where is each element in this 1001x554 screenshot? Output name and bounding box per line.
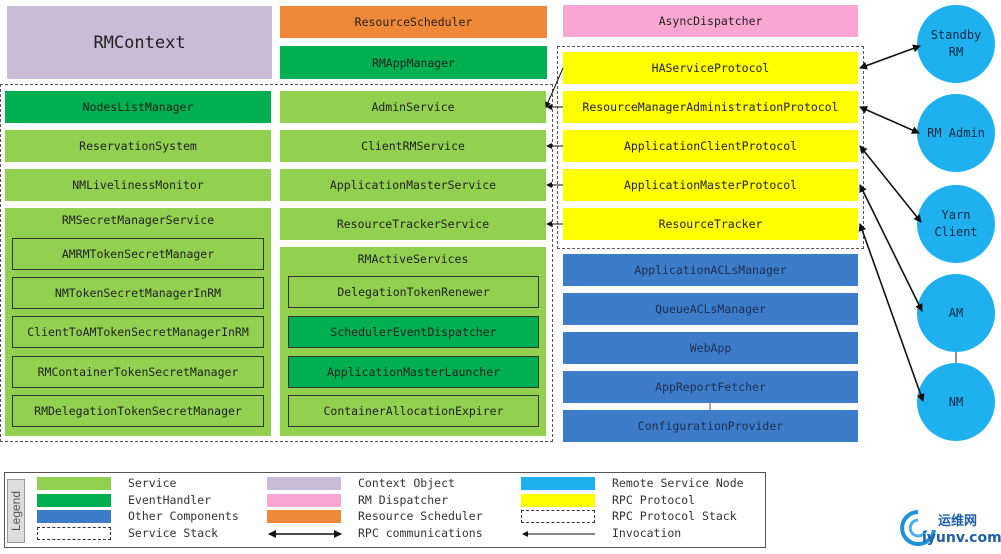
legend-swatch-remote-service-node: [521, 477, 595, 490]
rm-app-manager: RMAppManager: [280, 46, 547, 79]
legend-swatch-context-object: [267, 477, 341, 490]
legend-label-invocation: Invocation: [612, 526, 682, 540]
rpc-rm-admin: [859, 106, 920, 134]
nm-token-secret-manager-in-rm: NMTokenSecretManagerInRM: [12, 277, 264, 309]
web-app: WebApp: [563, 332, 858, 364]
amrm-token-secret-manager: AMRMTokenSecretManager: [12, 238, 264, 270]
legend-swatch-service: [37, 477, 111, 490]
legend-label-other-components: Other Components: [128, 509, 239, 523]
rm-admin-node: RM Admin: [917, 94, 995, 172]
standby-rm-node: Standby RM: [917, 5, 995, 83]
watermark-logo-icon: [900, 510, 936, 546]
reservation-system: ReservationSystem: [5, 130, 271, 162]
delegation-token-renewer: DelegationTokenRenewer: [288, 276, 539, 308]
rm-secret-manager-service-title: RMSecretManagerService: [61, 213, 215, 227]
app-report-fetcher: AppReportFetcher: [563, 371, 858, 403]
nm-node: NM: [917, 363, 995, 441]
admin-service: AdminService: [280, 91, 546, 123]
rpc-yarn-client: [859, 145, 922, 223]
legend-swatch-resource-scheduler: [267, 510, 341, 523]
legend-swatch-other-components: [37, 510, 111, 523]
rm-context: RMContext: [7, 6, 272, 79]
legend-swatch-event-handler: [37, 494, 111, 507]
legend-invocation-arrow-icon: [522, 531, 595, 537]
rm-delegation-token-secret-manager: RMDelegationTokenSecretManager: [12, 395, 264, 427]
legend-label-resource-scheduler: Resource Scheduler: [358, 509, 483, 523]
scheduler-event-dispatcher: SchedulerEventDispatcher: [288, 316, 539, 348]
legend-label-event-handler: EventHandler: [128, 493, 212, 507]
async-dispatcher: AsyncDispatcher: [563, 5, 858, 37]
legend-label-rpc-protocol-stack: RPC Protocol Stack: [612, 509, 737, 523]
legend-label-rm-dispatcher: RM Dispatcher: [358, 493, 449, 507]
application-master-protocol: ApplicationMasterProtocol: [563, 169, 858, 201]
nodes-list-manager: NodesListManager: [5, 91, 271, 123]
am-node: AM: [917, 274, 995, 352]
application-acls-manager: ApplicationACLsManager: [563, 254, 858, 286]
legend-swatch-service-stack: [37, 527, 111, 540]
application-client-protocol: ApplicationClientProtocol: [563, 130, 858, 162]
watermark-cn: 运维网: [938, 514, 978, 529]
legend-label-rpc-protocol: RPC Protocol: [612, 493, 696, 507]
invocation-ha-to-admin: [545, 67, 564, 108]
queue-acls-manager: QueueACLsManager: [563, 293, 858, 325]
rpc-nm: [858, 223, 925, 402]
resource-manager-administration-protocol: ResourceManagerAdministrationProtocol: [563, 91, 858, 123]
rm-container-token-secret-manager: RMContainerTokenSecretManager: [12, 356, 264, 388]
resource-scheduler: ResourceScheduler: [280, 6, 547, 38]
watermark-url: iyunv.com: [922, 530, 1001, 546]
rm-active-services-title: RMActiveServices: [357, 252, 469, 266]
client-to-am-token-secret-manager-in-rm: ClientToAMTokenSecretManagerInRM: [12, 316, 264, 348]
legend-label-service: Service: [128, 476, 177, 490]
legend-swatch-rm-dispatcher: [267, 494, 341, 507]
legend-title-box: Legend: [7, 479, 25, 543]
legend-swatch-rpc-protocol-stack: [521, 510, 595, 523]
resource-tracker-protocol: ResourceTracker: [563, 208, 858, 240]
service-stack-outline: [0, 84, 553, 442]
resource-tracker-service: ResourceTrackerService: [280, 208, 546, 240]
watermark: 运维网 iyunv.com: [896, 506, 1001, 552]
legend-rpc-arrow-icon: [268, 530, 342, 538]
legend-label-service-stack: Service Stack: [128, 526, 219, 540]
configuration-provider: ConfigurationProvider: [563, 410, 858, 442]
application-master-launcher: ApplicationMasterLauncher: [288, 356, 539, 388]
nm-liveliness-monitor: NMLivelinessMonitor: [5, 169, 271, 201]
container-allocation-expirer: ContainerAllocationExpirer: [288, 395, 539, 427]
legend-label-context-object: Context Object: [358, 476, 455, 490]
client-rm-service: ClientRMService: [280, 130, 546, 162]
legend-label-remote-service-node: Remote Service Node: [612, 476, 744, 490]
legend-title: Legend: [9, 490, 23, 532]
yarn-client-node: Yarn Client: [917, 185, 995, 263]
legend-label-rpc-communications: RPC communications: [358, 526, 483, 540]
legend: Legend Service EventHandler Other Compon…: [4, 472, 766, 548]
ha-service-protocol: HAServiceProtocol: [563, 52, 858, 84]
application-master-service: ApplicationMasterService: [280, 169, 546, 201]
legend-swatch-rpc-protocol: [521, 494, 595, 507]
rpc-standby-rm: [859, 44, 921, 70]
